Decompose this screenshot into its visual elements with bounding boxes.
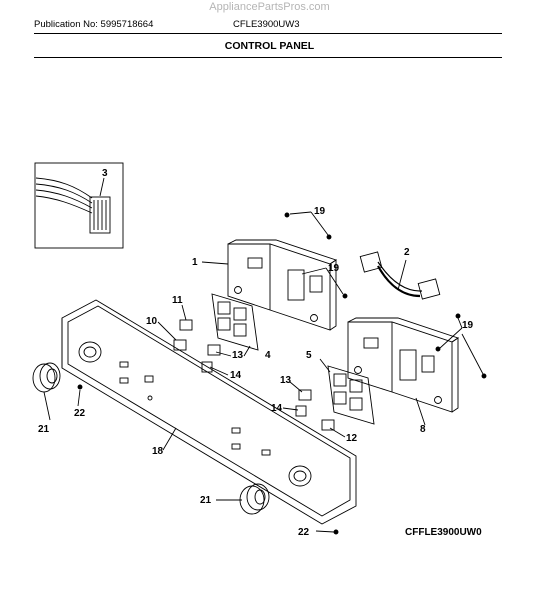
console-panel (61, 299, 357, 525)
callout-11: 11 (172, 295, 183, 306)
knob-left (32, 362, 61, 393)
control-board-right (347, 317, 460, 413)
button-keys (173, 319, 335, 431)
callout-13-b: 13 (280, 375, 292, 386)
publication-number: Publication No: 5995718664 (34, 19, 154, 30)
watermark: AppliancePartsPros.com (209, 1, 330, 13)
callout-1: 1 (192, 257, 198, 268)
header-divider (34, 33, 502, 34)
callout-12: 12 (346, 433, 358, 444)
model-number: CFLE3900UW3 (233, 19, 300, 30)
callout-2: 2 (404, 247, 410, 258)
knob-right (239, 483, 270, 515)
harness-connector-inset (34, 162, 124, 249)
callout-22-b: 22 (298, 527, 310, 538)
keypad-bracket-upper (211, 293, 259, 351)
callout-4: 4 (265, 350, 271, 361)
callout-8: 8 (420, 424, 426, 435)
wire-harness-part (359, 251, 441, 300)
callout-22-a: 22 (74, 408, 86, 419)
title-divider (34, 57, 502, 58)
callout-21-b: 21 (200, 495, 212, 506)
screws (77, 212, 487, 535)
callout-14-a: 14 (230, 370, 242, 381)
leader-lines (43, 177, 484, 533)
callout-21-a: 21 (38, 424, 50, 435)
section-title: CONTROL PANEL (224, 40, 315, 52)
diagram-code: CFFLE3900UW0 (405, 527, 482, 538)
callout-3: 3 (102, 168, 108, 179)
callout-19-a: 19 (314, 206, 326, 217)
callout-14-b: 14 (271, 403, 283, 414)
keypad-bracket-lower (327, 365, 375, 425)
callout-19-c: 19 (462, 320, 474, 331)
callout-18: 18 (152, 446, 164, 457)
callout-10: 10 (146, 316, 158, 327)
callout-numbers: 3 1 2 19 19 19 11 10 13 4 14 5 13 14 12 … (38, 168, 474, 538)
callout-19-b: 19 (328, 263, 340, 274)
control-board-upper (227, 239, 338, 331)
callout-5: 5 (306, 350, 312, 361)
callout-13-a: 13 (232, 350, 244, 361)
